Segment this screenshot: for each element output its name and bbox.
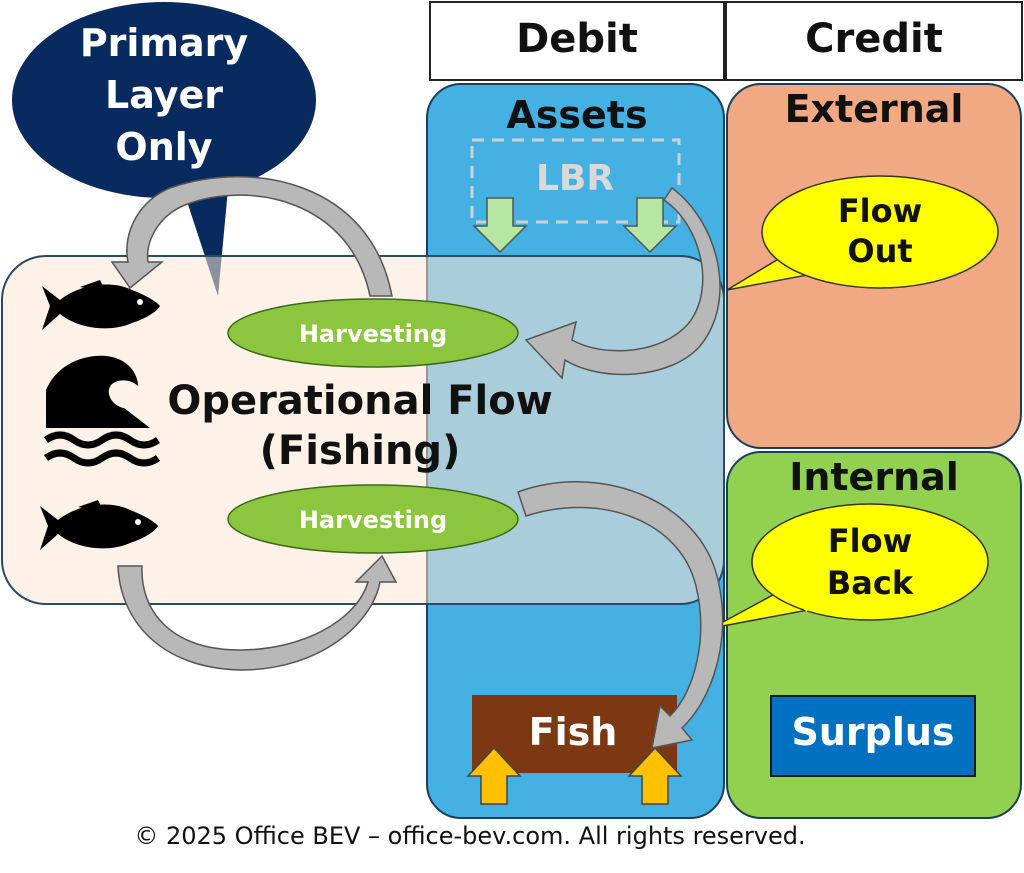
debit-header-cell: [429, 1, 725, 81]
speech-bubble-line2: Layer: [105, 73, 223, 117]
down-arrow-icon: [472, 197, 528, 254]
fish-icon: [40, 500, 158, 550]
debit-header: Debit: [516, 16, 638, 62]
speech-bubble-line3: Only: [115, 125, 212, 169]
up-arrow-icon: [466, 746, 522, 805]
copyright-footer: © 2025 Office BEV – office-bev.com. All …: [134, 822, 806, 850]
surplus-label: Surplus: [791, 710, 954, 754]
flow-out-callout: [761, 175, 999, 289]
lbr-label: LBR: [536, 158, 614, 199]
operational-title: Operational Flow: [167, 378, 552, 424]
operational-subtitle: (Fishing): [260, 428, 461, 474]
flow-back-line1: Flow: [828, 522, 912, 560]
flow-out-line2: Out: [847, 232, 912, 270]
up-arrow-icon: [627, 746, 683, 805]
flow-arrow-icon: [524, 186, 721, 380]
internal-title: Internal: [789, 455, 959, 499]
wave-icon: [43, 355, 161, 467]
flow-arrow-icon: [110, 175, 393, 297]
speech-bubble-line1: Primary: [80, 21, 249, 65]
fish-label: Fish: [529, 710, 618, 754]
harvesting-bottom-label: Harvesting: [299, 506, 447, 534]
flow-back-line2: Back: [827, 564, 914, 602]
flow-back-callout: [751, 503, 989, 621]
assets-title: Assets: [506, 93, 647, 137]
flow-out-line1: Flow: [838, 192, 922, 230]
credit-header-cell: [725, 1, 1023, 81]
lbr-box: [470, 138, 681, 224]
external-title: External: [785, 87, 964, 131]
harvesting-top: [227, 298, 519, 368]
harvesting-top-label: Harvesting: [299, 320, 447, 348]
fish-box: [472, 695, 677, 773]
speech-bubble: [12, 2, 316, 198]
down-arrow-icon: [622, 197, 678, 254]
credit-header: Credit: [805, 16, 943, 62]
harvesting-bottom: [227, 484, 519, 554]
surplus-box: [770, 695, 976, 777]
flow-arrow-icon: [117, 554, 398, 671]
fish-icon: [42, 280, 160, 330]
flow-arrow-icon: [517, 481, 724, 749]
